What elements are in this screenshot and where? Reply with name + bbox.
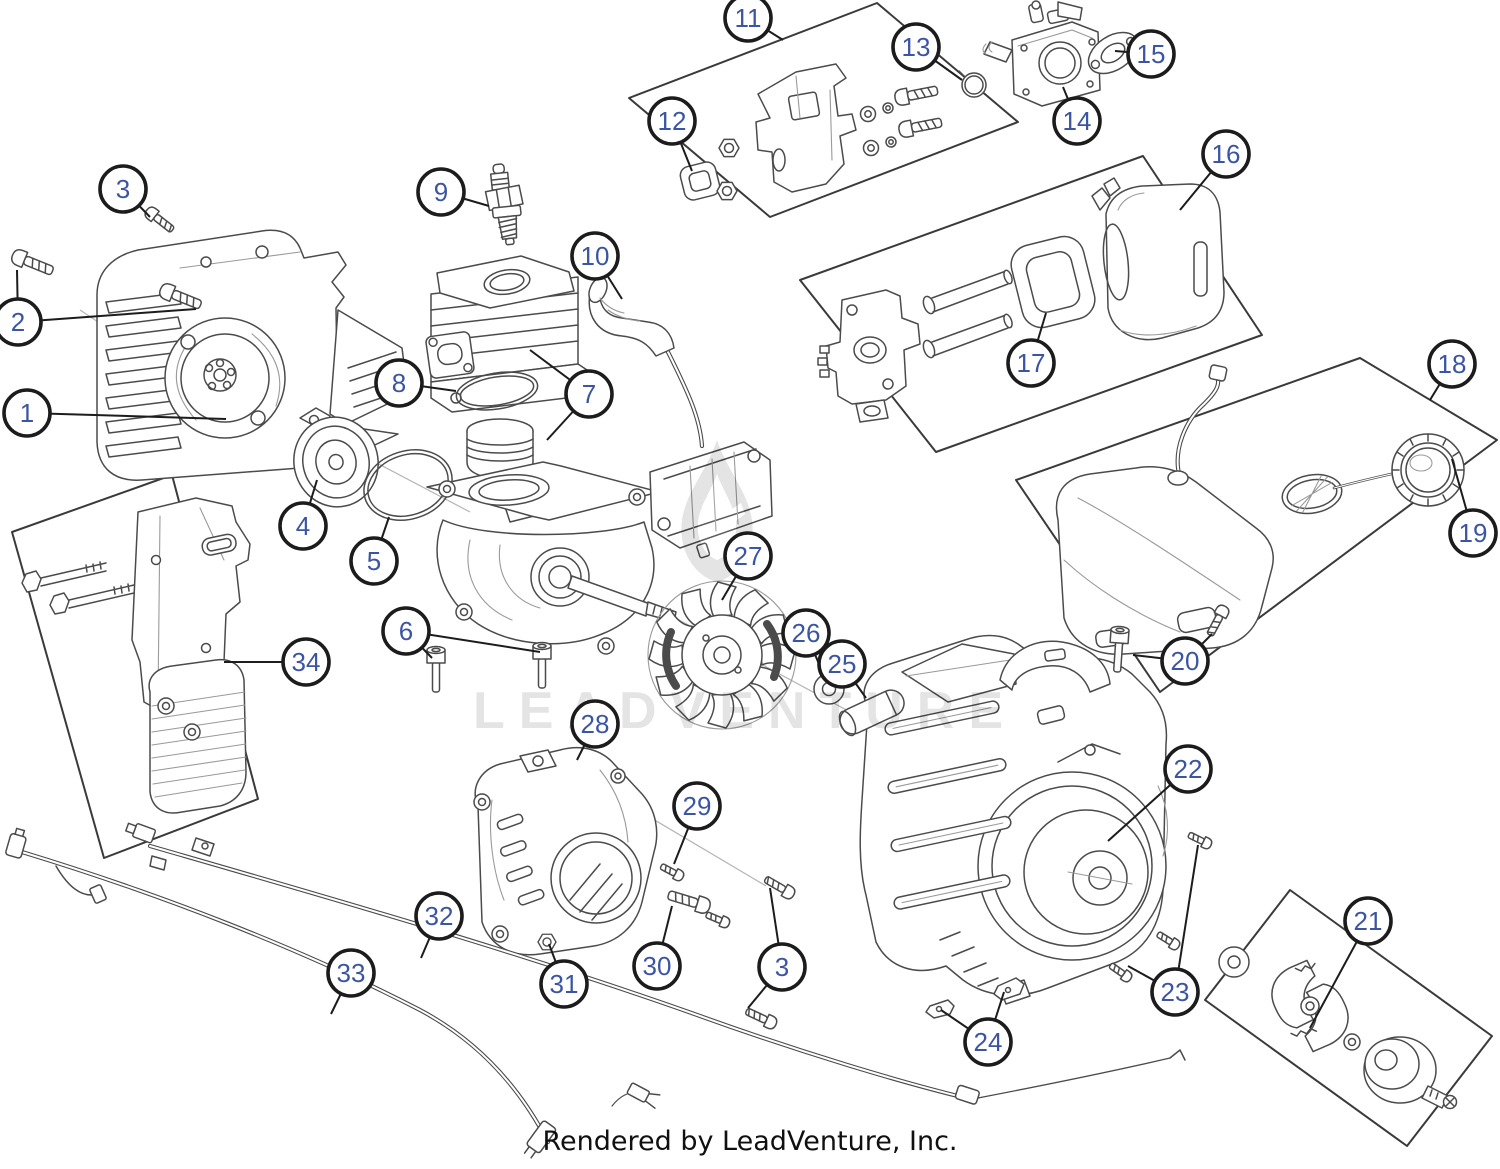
callout-number-26: 26	[792, 618, 821, 648]
watermark: LEADVENTURE	[473, 440, 1017, 740]
callout-7[interactable]	[564, 369, 614, 419]
cylinder-drawing	[425, 255, 600, 413]
callout-number-28: 28	[581, 709, 610, 739]
callout-number-21: 21	[1354, 906, 1383, 936]
callout-number-24: 24	[974, 1027, 1003, 1057]
group-box-11	[628, 2, 1019, 218]
throttle-cables-drawing	[5, 822, 1186, 1159]
callout-number-4: 4	[296, 511, 310, 541]
callout-4[interactable]	[278, 501, 328, 551]
clutch-drawing	[1218, 946, 1458, 1110]
callout-number-34: 34	[292, 647, 321, 677]
callout-3[interactable]	[98, 164, 148, 214]
muffler-drawing	[21, 497, 251, 814]
engine-cover-drawing	[859, 634, 1169, 1005]
callout-number-19: 19	[1459, 518, 1488, 548]
callout-25[interactable]	[817, 639, 867, 689]
watermark-text: LEADVENTURE	[473, 682, 1017, 740]
callout-number-20: 20	[1171, 646, 1200, 676]
callout-2[interactable]	[0, 297, 43, 347]
callout-16[interactable]	[1201, 129, 1251, 179]
callout-15[interactable]	[1126, 29, 1176, 79]
callout-number-27: 27	[734, 541, 763, 571]
callout-24[interactable]	[963, 1017, 1013, 1067]
callout-9[interactable]	[416, 167, 466, 217]
callout-number-25: 25	[828, 649, 857, 679]
callout-19[interactable]	[1448, 508, 1498, 558]
callout-number-10: 10	[581, 241, 610, 271]
callout-number-12: 12	[658, 106, 687, 136]
callout-number-32: 32	[425, 901, 454, 931]
callout-34[interactable]	[281, 637, 331, 687]
callout-13[interactable]	[891, 22, 941, 72]
callout-number-17: 17	[1017, 348, 1046, 378]
oring-5-drawing	[363, 449, 453, 521]
callout-number-6: 6	[399, 616, 413, 646]
callout-number-7: 7	[582, 379, 596, 409]
callout-number-31: 31	[550, 969, 579, 999]
callout-number-11: 11	[735, 3, 762, 33]
group-box-18	[1015, 357, 1498, 693]
flame-watermark-icon	[681, 440, 753, 582]
callout-26[interactable]	[781, 608, 831, 658]
callout-number-15: 15	[1137, 39, 1166, 69]
throttle-bracket-drawing	[679, 63, 987, 201]
callout-31[interactable]	[539, 959, 589, 1009]
callout-number-18: 18	[1438, 349, 1467, 379]
callout-10[interactable]	[570, 231, 620, 281]
callout-leader-2	[17, 308, 197, 323]
callout-6[interactable]	[381, 606, 431, 656]
callout-number-9: 9	[434, 177, 448, 207]
callout-12[interactable]	[647, 96, 697, 146]
callout-21[interactable]	[1343, 896, 1393, 946]
spark-plug-drawing	[484, 163, 524, 246]
callout-1[interactable]	[2, 388, 52, 438]
callout-17[interactable]	[1006, 338, 1056, 388]
callout-number-3: 3	[775, 952, 789, 982]
ignition-coil-drawing	[588, 276, 773, 559]
callout-number-3: 3	[116, 174, 130, 204]
callout-number-33: 33	[337, 958, 366, 988]
fuel-tank-drawing	[1055, 364, 1465, 674]
flywheel-drawing	[647, 580, 797, 730]
callout-number-13: 13	[902, 32, 931, 62]
carburetor-drawing	[982, 0, 1101, 107]
callout-number-8: 8	[392, 368, 406, 398]
clutch-cover-drawing	[473, 746, 658, 956]
carb-gasket-drawing	[1087, 31, 1139, 75]
callout-30[interactable]	[632, 941, 682, 991]
callout-27[interactable]	[723, 531, 773, 581]
callout-number-14: 14	[1063, 106, 1092, 136]
callout-14[interactable]	[1052, 96, 1102, 146]
callout-number-22: 22	[1174, 754, 1203, 784]
callout-leader-1	[26, 412, 227, 420]
callout-8[interactable]	[374, 358, 424, 408]
footer-credit: Rendered by LeadVenture, Inc.	[542, 1126, 958, 1157]
fuel-cap-drawing	[1391, 433, 1465, 507]
callout-23[interactable]	[1150, 967, 1200, 1017]
callout-3[interactable]	[757, 942, 807, 992]
callout-20[interactable]	[1160, 636, 1210, 686]
crankcase-drawing	[426, 418, 677, 655]
cylinder-gasket-drawing	[455, 371, 539, 411]
callout-number-16: 16	[1212, 139, 1241, 169]
flywheel-pin-25-drawing	[838, 689, 905, 737]
airbox-drawing	[817, 177, 1225, 423]
callout-number-2: 2	[11, 307, 25, 337]
callout-number-5: 5	[367, 546, 381, 576]
callout-5[interactable]	[349, 536, 399, 586]
callout-22[interactable]	[1163, 744, 1213, 794]
callout-32[interactable]	[414, 891, 464, 941]
callout-18[interactable]	[1427, 339, 1477, 389]
callout-number-29: 29	[683, 791, 712, 821]
callout-28[interactable]	[570, 699, 620, 749]
callout-33[interactable]	[326, 948, 376, 998]
callout-11[interactable]	[723, 0, 773, 43]
callout-number-1: 1	[20, 398, 34, 428]
callout-number-23: 23	[1161, 977, 1190, 1007]
callout-number-30: 30	[643, 951, 672, 981]
callout-29[interactable]	[672, 781, 722, 831]
